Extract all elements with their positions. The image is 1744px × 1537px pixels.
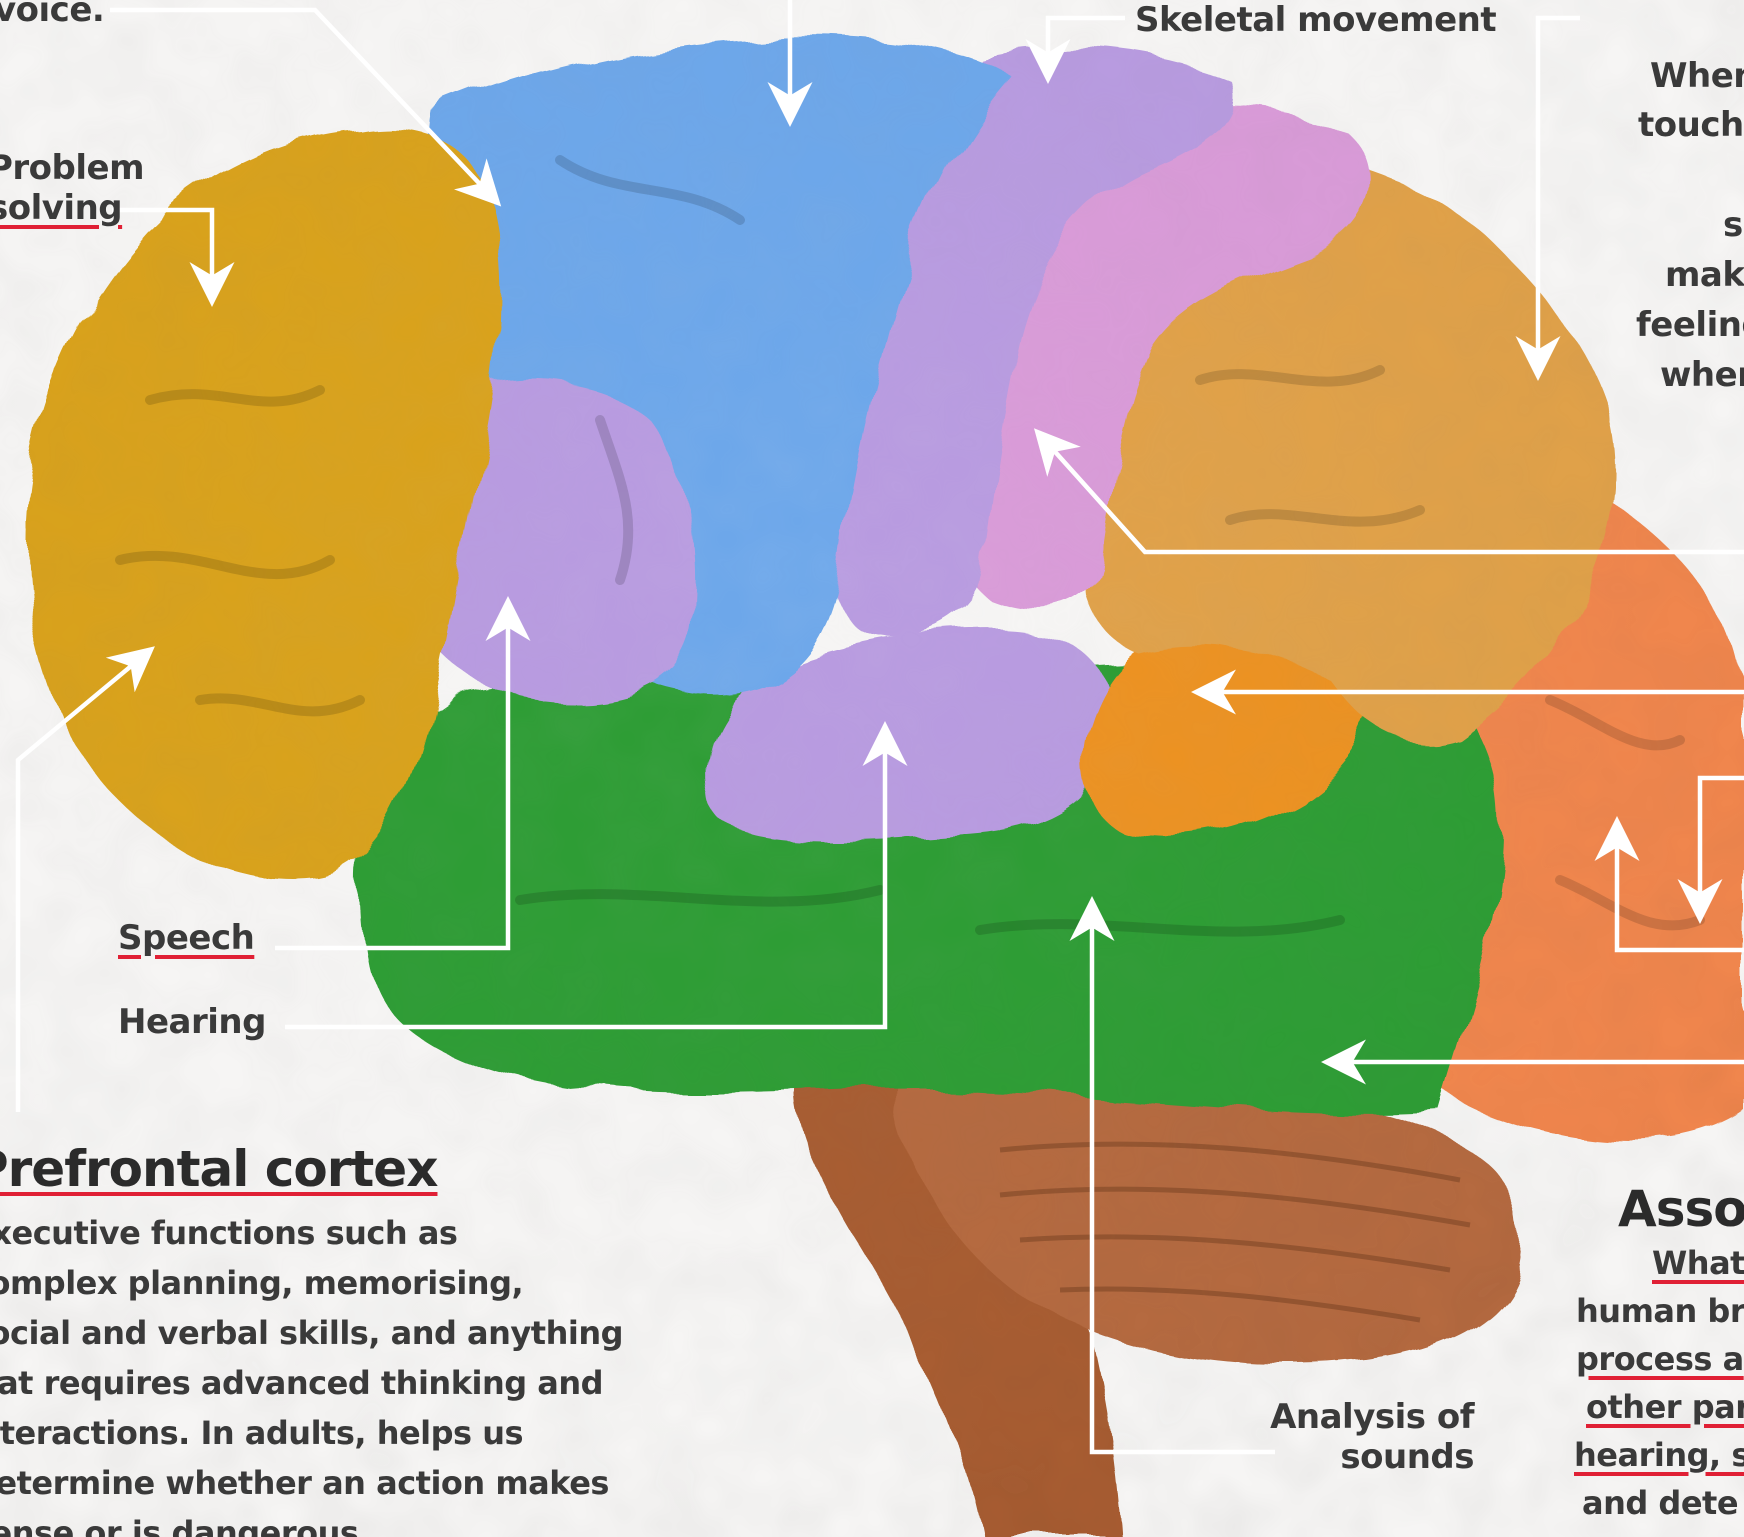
label-analysis-of-sounds-line2: sounds <box>1340 1437 1474 1477</box>
association-line: human br <box>1576 1286 1744 1336</box>
right-label-line: when <box>1660 355 1744 395</box>
association-line: hearing, s <box>1574 1430 1744 1480</box>
association-line: and dete <box>1582 1478 1738 1528</box>
association-line: process a <box>1576 1334 1744 1384</box>
association-line: other par <box>1586 1382 1744 1432</box>
prefrontal-line: Executive functions such as <box>0 1208 457 1258</box>
label-speech: Speech <box>118 918 254 958</box>
right-label-line: When <box>1650 56 1744 96</box>
association-heading: Association <box>1618 1180 1744 1238</box>
label-analysis-of-sounds-line1: Analysis of <box>1270 1397 1474 1437</box>
association-line: What <box>1652 1238 1744 1288</box>
prefrontal-cortex-block: Prefrontal cortex Executive functions su… <box>0 1140 660 1537</box>
prefrontal-line: that requires advanced thinking and <box>0 1358 603 1408</box>
label-problem-solving-line1: Problem <box>0 148 144 188</box>
right-label-line: s <box>1723 205 1743 245</box>
right-margin-labels: When touch s mak feeling when <box>1620 50 1744 430</box>
right-label-line: feeling <box>1636 305 1744 345</box>
prefrontal-cortex-heading: Prefrontal cortex <box>0 1140 437 1198</box>
label-skeletal-movement: Skeletal movement <box>1135 0 1496 40</box>
prefrontal-line: interactions. In adults, helps us <box>0 1408 523 1458</box>
label-voice: voice. <box>0 0 104 30</box>
right-label-line: mak <box>1665 255 1744 295</box>
prefrontal-line: complex planning, memorising, <box>0 1258 523 1308</box>
prefrontal-line: determine whether an action makes <box>0 1458 609 1508</box>
right-label-line: touch <box>1638 105 1744 145</box>
label-hearing: Hearing <box>118 1002 266 1042</box>
prefrontal-line: social and verbal skills, and anything <box>0 1308 623 1358</box>
label-problem-solving-line2: solving <box>0 188 122 228</box>
prefrontal-line: sense or is dangerous. <box>0 1508 370 1537</box>
association-block: Association What human br process a othe… <box>1570 1180 1744 1537</box>
